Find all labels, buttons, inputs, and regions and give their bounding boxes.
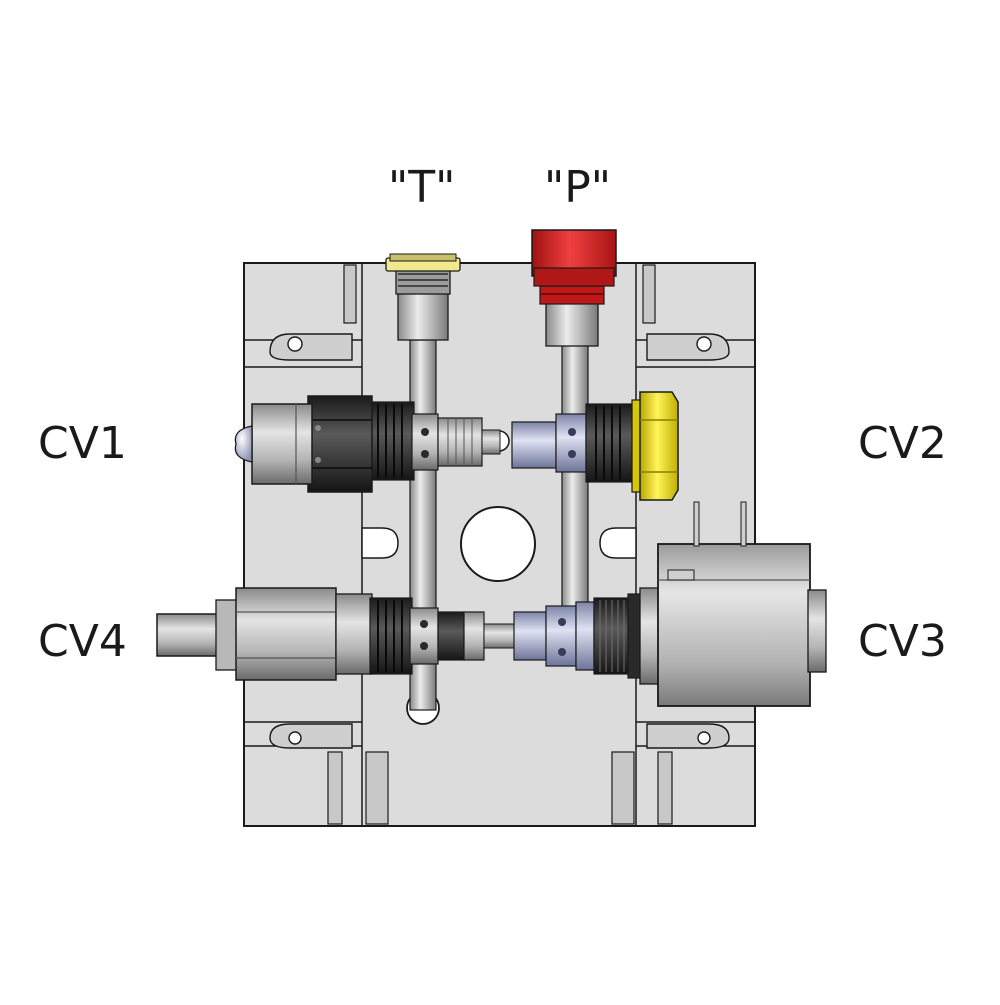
cv4-cartridge — [156, 587, 515, 681]
t-port-label: "T" — [388, 162, 456, 213]
cv1-cartridge — [234, 395, 501, 493]
cv2-label: CV2 — [858, 418, 947, 469]
cv1-label: CV1 — [38, 418, 127, 469]
cv3-label: CV3 — [858, 616, 947, 667]
cv4-label: CV4 — [38, 616, 127, 667]
t-port-plug — [385, 253, 461, 341]
cv2-cartridge — [511, 391, 679, 501]
p-port-cap — [531, 229, 617, 347]
p-port-label: "P" — [544, 162, 612, 213]
cv3-cartridge — [513, 501, 827, 707]
